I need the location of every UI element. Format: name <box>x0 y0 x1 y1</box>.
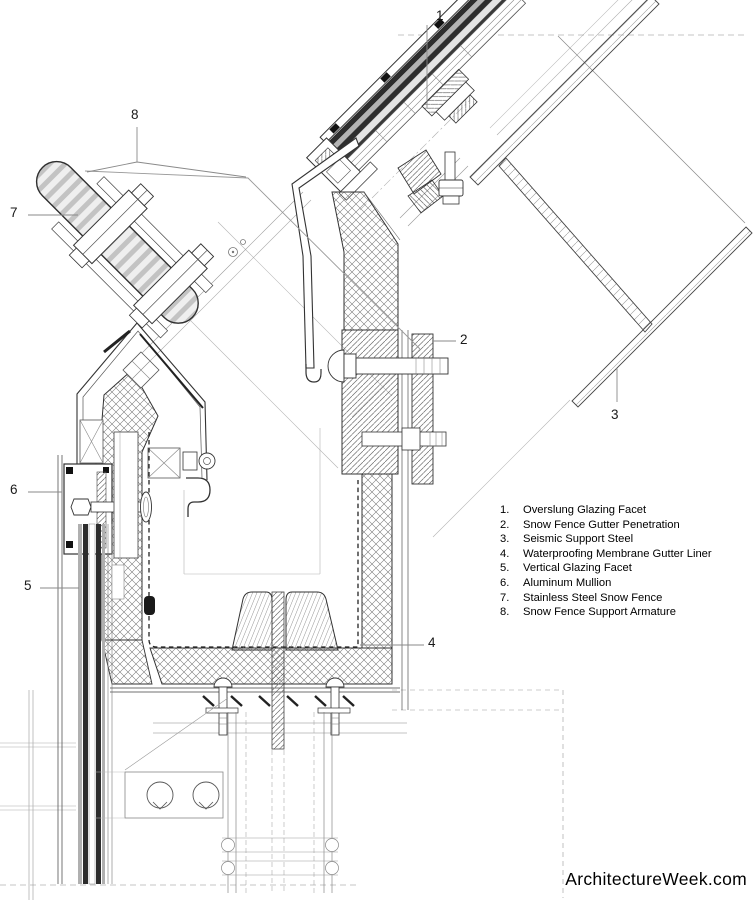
gutter-left-lobe <box>76 322 208 481</box>
callout-3: 3 <box>611 407 619 422</box>
lower-bolt <box>361 427 447 451</box>
legend-item: 1.Overslung Glazing Facet <box>500 504 647 516</box>
callout-6: 6 <box>10 482 18 497</box>
legend-list: 1.Overslung Glazing Facet 2.Snow Fence G… <box>500 503 712 620</box>
callout-8: 8 <box>131 107 139 122</box>
drip-hook <box>186 477 211 517</box>
facet-steel-bracket <box>397 149 464 214</box>
callout-2: 2 <box>460 332 468 347</box>
legend-item: 5.Vertical Glazing Facet <box>500 562 632 575</box>
callout-1: 1 <box>436 8 444 23</box>
watermark: ArchitectureWeek.com <box>565 869 747 889</box>
fence-clamp <box>128 243 215 329</box>
vertical-mullion <box>57 431 152 885</box>
overslung-glazing-facet <box>305 0 527 201</box>
callout-7: 7 <box>10 205 18 220</box>
callout-4: 4 <box>428 635 436 650</box>
ridge-flashing-fin <box>291 137 360 383</box>
legend: 1.Overslung Glazing Facet 2.Snow Fence G… <box>500 503 712 620</box>
legend-item: 3.Seismic Support Steel <box>500 533 634 546</box>
threaded-rod <box>271 591 285 750</box>
fence-clamp <box>68 183 155 269</box>
waterproofing-membrane <box>148 432 359 648</box>
datum-mark <box>228 247 238 257</box>
callout-5: 5 <box>24 578 32 593</box>
legend-item: 7.Stainless Steel Snow Fence <box>500 591 663 604</box>
leader-lines <box>28 25 618 646</box>
legend-item: 2.Snow Fence Gutter Penetration <box>500 518 680 531</box>
stainless-steel-snow-fence <box>35 160 199 324</box>
legend-item: 8.Snow Fence Support Armature <box>500 606 676 619</box>
legend-item: 4.Waterproofing Membrane Gutter Liner <box>500 547 712 560</box>
hanger-bolts <box>205 677 351 736</box>
penetration-bolt <box>327 349 449 383</box>
snow-fence <box>35 160 215 339</box>
support-structure <box>94 677 407 893</box>
seismic-support-steel <box>469 0 753 408</box>
vertical-glazing <box>78 523 105 885</box>
snow-fence-gutter-penetration <box>341 329 399 475</box>
legend-item: 6.Aluminum Mullion <box>500 576 612 589</box>
gutter-gaskets <box>231 591 339 651</box>
armature-plate-outline <box>84 170 421 350</box>
